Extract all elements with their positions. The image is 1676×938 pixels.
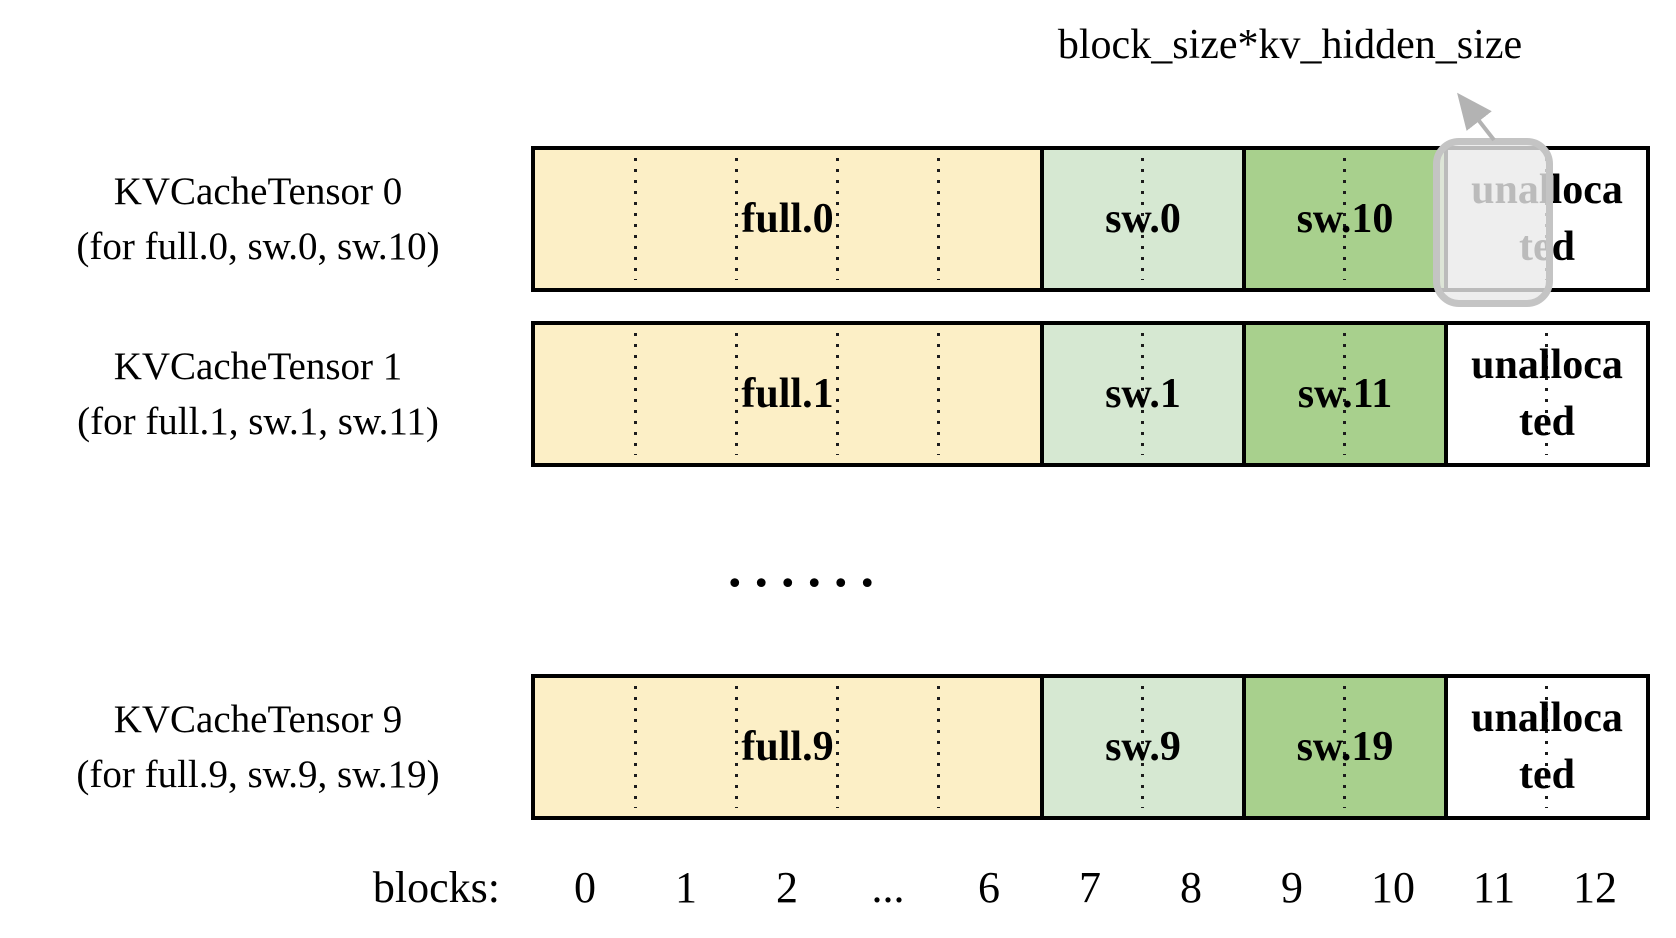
- block-divider: [634, 333, 637, 455]
- block-divider: [1545, 686, 1548, 808]
- block-divider: [937, 333, 940, 455]
- tensor-0-subtitle: (for full.0, sw.0, sw.10): [76, 225, 440, 268]
- block-divider: [1343, 686, 1346, 808]
- axis-tick: 11: [1472, 863, 1516, 912]
- axis-tick: 8: [1180, 863, 1202, 912]
- block-divider: [937, 686, 940, 808]
- highlighted-block-outline: [1433, 138, 1553, 307]
- sw-10-label: sw.10: [1296, 196, 1394, 242]
- tensor-1-subtitle: (for full.1, sw.1, sw.11): [77, 400, 439, 443]
- axis-tick: 7: [1079, 863, 1101, 912]
- block-divider: [634, 158, 637, 280]
- block-divider: [836, 158, 839, 280]
- blocks-axis-label: blocks:: [372, 863, 500, 912]
- block-divider: [836, 686, 839, 808]
- sw-0-label: sw.0: [1105, 196, 1181, 242]
- tensor-9-section-sw2: sw.19: [1242, 678, 1444, 816]
- block-divider: [937, 158, 940, 280]
- axis-tick: 6: [978, 863, 1000, 912]
- tensor-1-section-sw: sw.1: [1040, 325, 1242, 463]
- block-divider: [735, 158, 738, 280]
- block-divider: [634, 686, 637, 808]
- block-divider: [1141, 333, 1144, 455]
- axis-tick: 0: [574, 863, 596, 912]
- block-divider: [1343, 333, 1346, 455]
- tensor-1-label: KVCacheTensor 1 (for full.1, sw.1, sw.11…: [16, 325, 500, 463]
- tensor-9-label: KVCacheTensor 9 (for full.9, sw.9, sw.19…: [16, 678, 500, 816]
- block-divider: [1343, 158, 1346, 280]
- tensor-9-section-sw: sw.9: [1040, 678, 1242, 816]
- annotation-block-size: block_size*kv_hidden_size: [1057, 22, 1523, 68]
- tensor-1-section-full: full.1: [535, 325, 1040, 463]
- sw-1-label: sw.1: [1105, 371, 1181, 417]
- tensor-9-title: KVCacheTensor 9: [113, 698, 403, 741]
- tensor-0-title: KVCacheTensor 0: [113, 170, 403, 213]
- tensor-1-title: KVCacheTensor 1: [113, 345, 403, 388]
- sw-19-label: sw.19: [1296, 724, 1394, 770]
- tensor-0-section-sw2: sw.10: [1242, 150, 1444, 288]
- block-divider: [735, 333, 738, 455]
- axis-tick: 10: [1371, 863, 1415, 912]
- full-1-label: full.1: [741, 371, 834, 417]
- tensor-0-section-full: full.0: [535, 150, 1040, 288]
- block-divider: [1545, 333, 1548, 455]
- axis-tick: 12: [1573, 863, 1617, 912]
- tensor-9-section-full: full.9: [535, 678, 1040, 816]
- sw-11-label: sw.11: [1297, 371, 1393, 417]
- full-0-label: full.0: [741, 196, 834, 242]
- rows-ellipsis: ......: [728, 538, 887, 598]
- block-divider: [836, 333, 839, 455]
- full-9-label: full.9: [741, 724, 834, 770]
- tensor-0-label: KVCacheTensor 0 (for full.0, sw.0, sw.10…: [16, 150, 500, 288]
- block-divider: [1141, 158, 1144, 280]
- block-divider: [1141, 686, 1144, 808]
- axis-tick: 2: [776, 863, 798, 912]
- axis-tick: 9: [1281, 863, 1303, 912]
- axis-tick: ...: [871, 863, 905, 912]
- axis-tick: 1: [675, 863, 697, 912]
- tensor-0-section-sw: sw.0: [1040, 150, 1242, 288]
- block-divider: [735, 686, 738, 808]
- sw-9-label: sw.9: [1105, 724, 1181, 770]
- tensor-1-section-sw2: sw.11: [1242, 325, 1444, 463]
- tensor-9-subtitle: (for full.9, sw.9, sw.19): [76, 753, 440, 796]
